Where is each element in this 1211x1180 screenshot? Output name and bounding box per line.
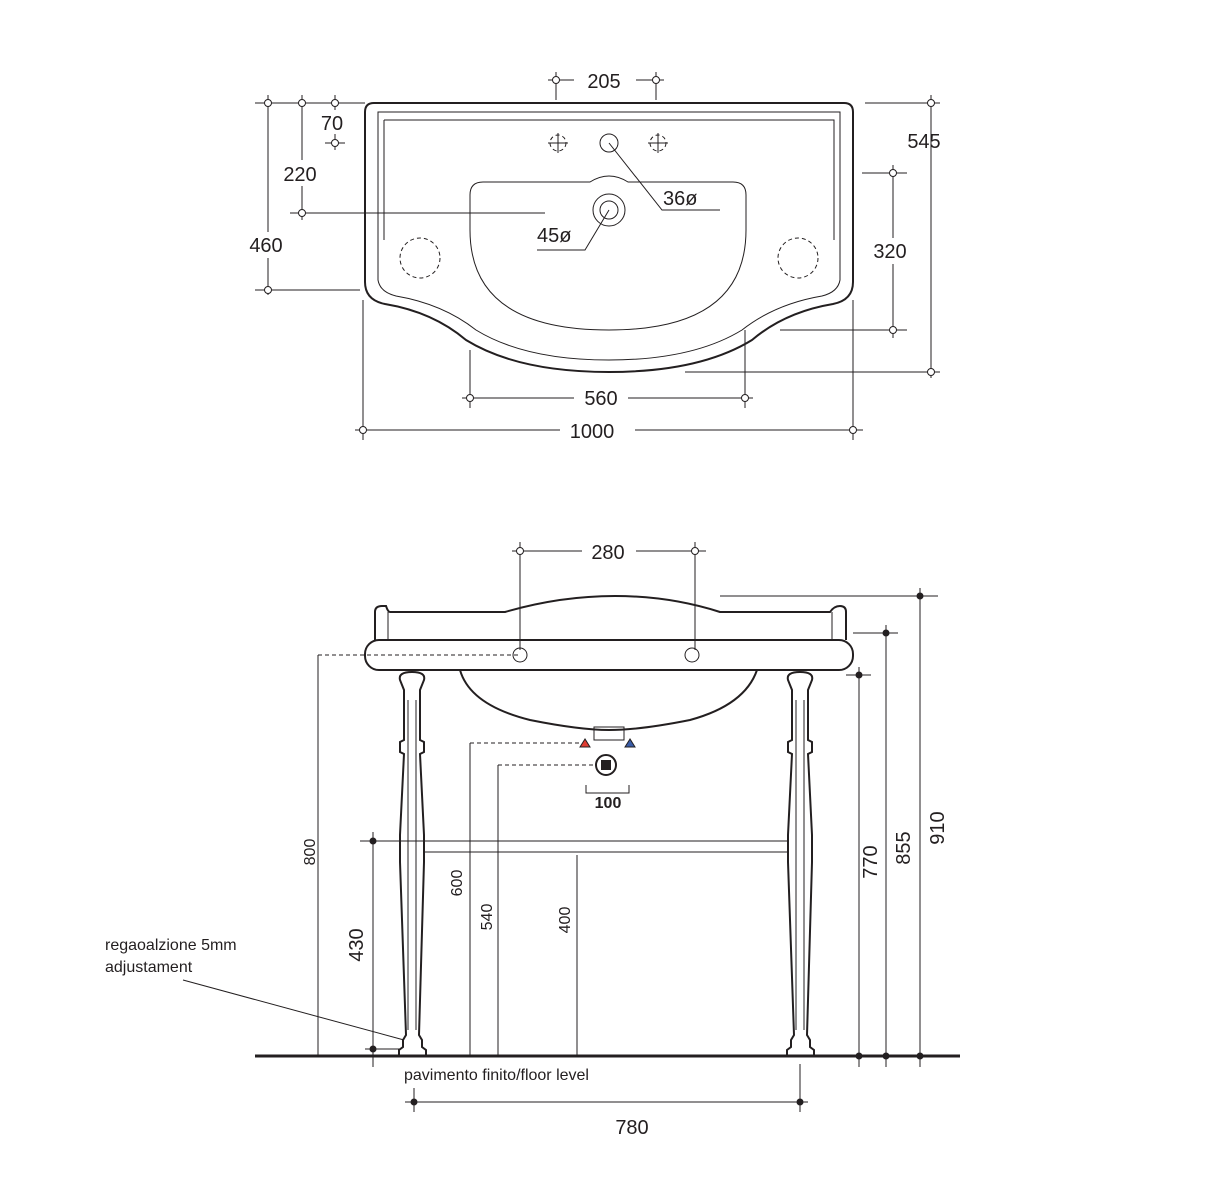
tap-hole-right-front (684, 647, 700, 663)
dim-70-label: 70 (321, 113, 343, 135)
adjustment-note-line2: adjustament (105, 959, 193, 976)
waste-outlet (593, 726, 625, 741)
adjustment-leader-line (182, 979, 405, 1041)
dim-460-label: 460 (249, 235, 282, 257)
bowl-outline (469, 175, 747, 331)
dim-430-label: 430 (346, 928, 368, 961)
basin-outline (364, 102, 854, 374)
dim-770-label: 770 (860, 845, 882, 878)
dim-320-label: 320 (873, 241, 906, 263)
crossbar (423, 840, 789, 853)
drain-diameter-label: 45ø (537, 225, 571, 247)
hot-water-icon (579, 738, 591, 748)
dim-910-label: 910 (927, 811, 949, 844)
drain-outer (592, 193, 626, 227)
dim-1000-label: 1000 (570, 421, 615, 443)
front-view: 100 pavimento finito/floor level 280 800… (105, 542, 960, 1139)
dim-600-label: 600 (449, 870, 466, 897)
basin-rim-inner (377, 111, 841, 361)
drain-inner (599, 200, 619, 220)
dim-800-label: 800 (302, 839, 319, 866)
dim-280-label: 280 (591, 542, 624, 564)
tap-crosshairs (548, 133, 668, 153)
dim-220-label: 220 (283, 164, 316, 186)
top-view: 205 70 220 460 545 320 36ø 45ø 560 1000 (244, 71, 941, 443)
leg-right (786, 670, 815, 1057)
dim-545-label: 545 (907, 131, 940, 153)
overflow-left-circle (399, 237, 441, 279)
basin-front-band (364, 639, 854, 671)
basin-rim-inner-2 (383, 119, 835, 240)
dim-400-label: 400 (557, 907, 574, 934)
cold-water-icon (624, 738, 636, 748)
floor-label: pavimento finito/floor level (404, 1067, 589, 1084)
dim-205-label: 205 (587, 71, 620, 93)
dim-780-label: 780 (615, 1117, 648, 1139)
adjustment-note-line1: regaoalzione 5mm (105, 937, 237, 954)
leg-left (398, 670, 427, 1057)
dim-540-label: 540 (479, 904, 496, 931)
drain-connection (595, 754, 617, 776)
bowl-underside (459, 669, 758, 732)
tap-hole-diameter-label: 36ø (663, 188, 697, 210)
backsplash-outline (374, 594, 847, 640)
dim-100-label: 100 (595, 795, 622, 812)
tap-hole-center (599, 133, 619, 153)
overflow-right-circle (777, 237, 819, 279)
dim-560-label: 560 (584, 388, 617, 410)
dim-855-label: 855 (893, 831, 915, 864)
